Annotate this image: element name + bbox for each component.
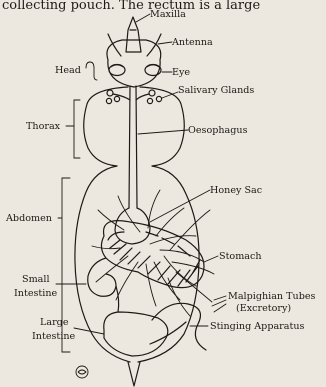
label-small-intestine-line2: Intestine xyxy=(14,288,58,299)
honey-sac xyxy=(115,208,150,244)
large-intestine xyxy=(104,312,168,356)
thorax-outline xyxy=(84,87,185,166)
small-intestine xyxy=(88,258,119,312)
label-maxilla: Maxilla xyxy=(150,9,186,20)
label-stinging-apparatus: Stinging Apparatus xyxy=(210,321,305,332)
eyes xyxy=(109,65,161,76)
label-antenna: Antenna xyxy=(171,37,213,48)
label-oesophagus: Oesophagus xyxy=(188,125,248,136)
maxilla-shape xyxy=(126,17,141,52)
label-small-intestine-line1: Small xyxy=(22,274,50,285)
label-honey-sac: Honey Sac xyxy=(210,185,262,196)
label-leaders xyxy=(56,14,226,352)
label-stomach: Stomach xyxy=(219,251,262,262)
label-salivary-glands: Salivary Glands xyxy=(178,85,254,96)
label-abdomen: Abdomen xyxy=(5,213,52,224)
salivary-glands xyxy=(106,90,161,104)
label-head: Head xyxy=(55,65,81,76)
label-malpighian-line1: Malpighian Tubes xyxy=(228,291,316,302)
oesophagus-tube xyxy=(129,86,137,208)
top-text: collecting pouch. The rectum is a large xyxy=(2,0,260,13)
label-large-intestine-line2: Intestine xyxy=(32,331,76,342)
label-eye: Eye xyxy=(172,67,190,78)
stinging-apparatus xyxy=(128,303,206,386)
label-thorax: Thorax xyxy=(26,121,61,132)
label-malpighian-line2: (Excretory) xyxy=(236,303,291,314)
union-label-icon xyxy=(76,366,88,378)
antennae xyxy=(108,34,161,56)
label-large-intestine-line1: Large xyxy=(40,317,69,328)
